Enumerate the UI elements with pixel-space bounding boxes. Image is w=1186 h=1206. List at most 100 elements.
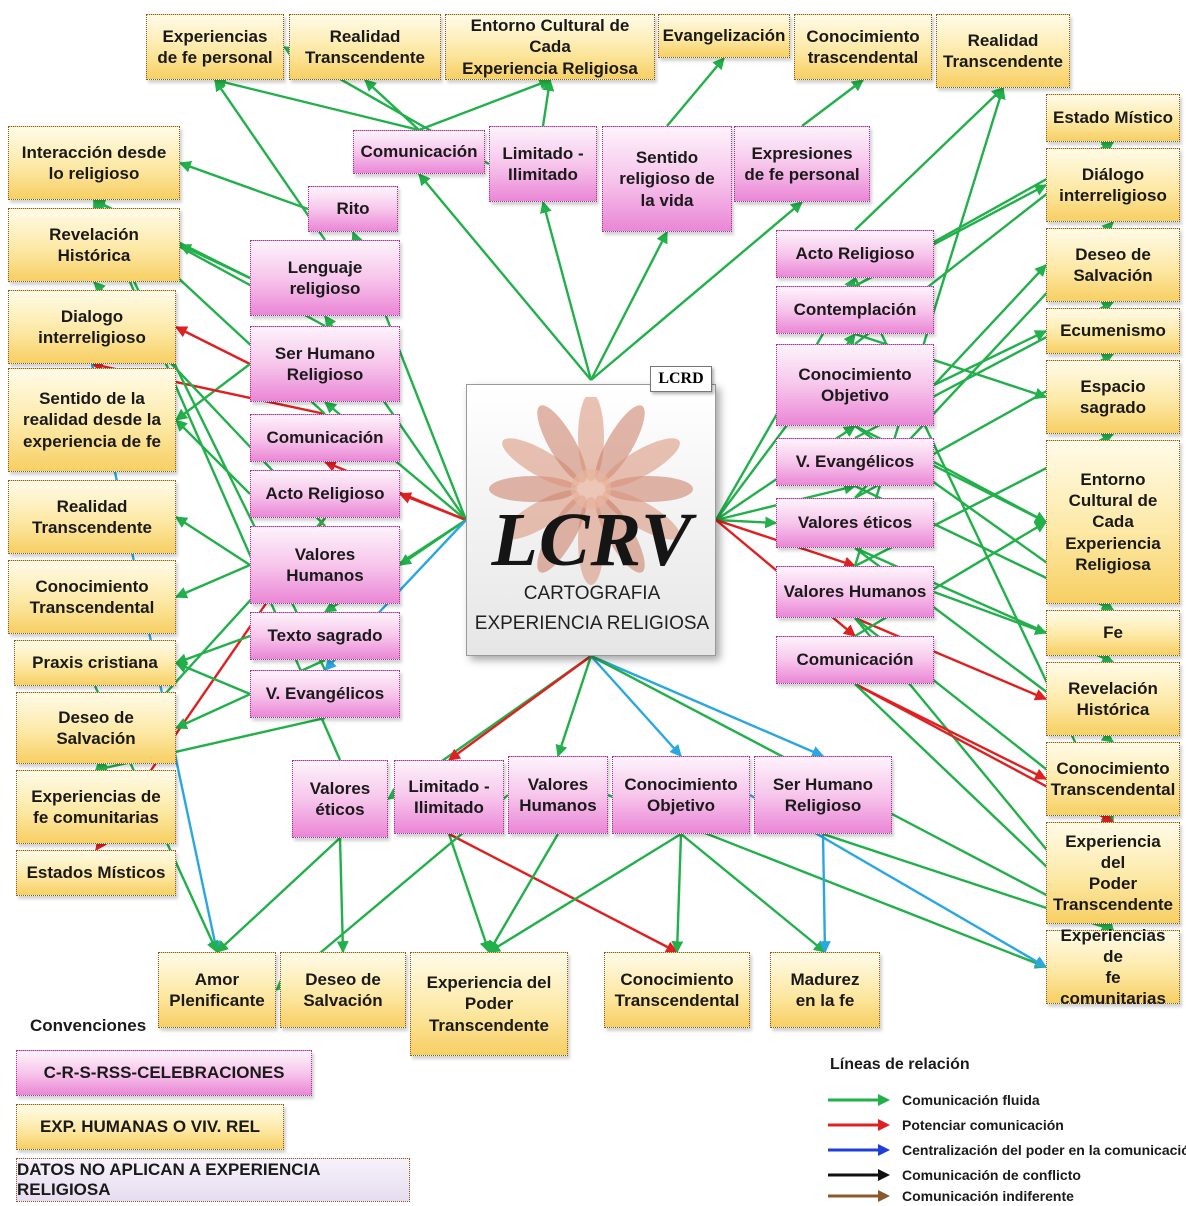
relation-line-mb4-b3 [487,832,682,954]
relation-line-ml8-l7 [174,661,251,696]
legend-label-fluida: Comunicación fluida [902,1092,1040,1108]
node-b3: Experiencia del Poder Transcendente [410,952,568,1056]
node-r3: Deseo de Salvación [1046,228,1180,302]
hand-shape [537,495,587,573]
conventions-title: Convenciones [30,1016,147,1035]
node-r2: Diálogo interreligioso [1046,148,1180,222]
node-l9: Experiencias de fe comunitarias [16,770,176,844]
node-t1: Experiencias de fe personal [146,14,284,80]
relation-line-c_bottom-mb2 [448,655,592,761]
convention-experiencias: EXP. HUMANAS O VIV. REL [16,1104,284,1150]
node-mr3: Conocimiento Objetivo [776,344,934,426]
legend-label-centralizacion: Centralización del poder en la comunicac… [902,1142,1186,1158]
node-mt2: Limitado - Ilimitado [489,126,597,202]
node-ml4: Comunicación [250,414,400,462]
relation-line-mr6-r7 [933,590,1048,635]
relation-line-mb1-b1 [216,837,341,953]
node-l8: Deseo de Salvación [16,692,176,764]
hand-shape [595,405,645,483]
node-r6: Entorno Cultural de Cada Experiencia Rel… [1046,440,1180,604]
node-r7: Fe [1046,610,1180,656]
legend-arrowhead [878,1190,890,1202]
relation-line-mb2-b4 [448,832,679,954]
legend-label-potenciar: Potenciar comunicación [902,1117,1064,1133]
legend-item-centralizacion: Centralización del poder en la comunicac… [826,1140,1186,1160]
legend-swatch-fluida [828,1094,890,1106]
node-mt1: Comunicación [353,130,485,174]
node-l7: Praxis cristiana [14,640,176,686]
hands-center [571,469,611,509]
hand-shape [502,438,580,488]
node-ml1: Rito [308,186,398,232]
relation-line-mt1-t2 [364,79,420,131]
legend-swatch-potenciar [828,1119,890,1131]
legend-title: Líneas de relación [830,1056,970,1073]
node-mt3: Sentido religioso de la vida [602,126,732,232]
node-mr6: Valores Humanos [776,566,934,618]
node-r8: Revelación Histórica [1046,662,1180,736]
node-l5: Realidad Transcendente [8,480,176,554]
hand-shape [537,405,587,483]
relation-line-mt1-t1 [213,76,420,132]
hand-shape [578,397,604,481]
node-mb2: Limitado - Ilimitado [394,760,504,834]
hand-shape [502,490,580,540]
node-l10: Estados Místicos [16,850,176,896]
hands-circle-illustration [489,397,693,585]
legend-label-indiferente: Comunicación indiferente [902,1188,1074,1204]
relation-line-c_top-mt4 [590,201,803,381]
legend-swatch-indiferente [828,1190,890,1202]
node-t6: Realidad Transcendente [936,14,1070,88]
relation-line-mr6-r8 [854,616,1048,701]
relation-line-ml3-l4 [175,363,251,421]
center-badge: LCRD [650,366,712,392]
node-mt4: Expresiones de fe personal [734,126,870,202]
node-mr5: Valores éticos [776,498,934,548]
relation-line-ml2-t1 [214,79,326,241]
relation-line-mr1-t6 [854,87,1004,231]
legend-arrowhead [878,1169,890,1181]
relation-line-mr3-r3 [933,264,1047,386]
hand-shape [602,438,680,488]
relation-line-mb2-b3 [447,833,492,954]
relation-line-mr3-r4 [933,329,1048,387]
node-mr2: Contemplación [776,286,934,334]
node-r9: Conocimiento Transcendental [1046,742,1180,816]
relation-line-c_bottom-mb5 [590,654,825,758]
center-logo: LCRV [491,498,693,582]
legend-arrowhead [878,1144,890,1156]
node-t3: Entorno Cultural de Cada Experiencia Rel… [445,14,655,80]
hand-shape [578,497,604,585]
relation-line-c_top-mt1 [418,173,592,381]
convention-celebraciones: C-R-S-RSS-CELEBRACIONES [16,1050,312,1096]
convention-no-aplican: DATOS NO APLICAN A EXPERIENCIA RELIGIOSA [16,1158,410,1202]
legend-swatch-conflicto [828,1169,890,1181]
relation-line-ml7-l7 [174,634,251,665]
node-r5: Espacio sagrado [1046,360,1180,434]
node-b2: Deseo de Salvación [280,952,406,1028]
node-mr4: V. Evangélicos [776,438,934,486]
legend-label-conflicto: Comunicación de conflicto [902,1167,1081,1183]
node-b5: Madurez en la fe [770,952,880,1028]
relation-line-mb3-b3 [487,833,560,954]
relation-line-ml6-l5 [174,515,251,567]
relation-line-mt4-t5 [801,79,864,127]
node-l1: Interacción desde lo religioso [8,126,180,200]
relation-line-c_left-ml5 [398,492,467,522]
node-ml7: Texto sagrado [250,612,400,660]
relation-line-mt2-t3 [541,78,555,127]
relation-line-ml2-l2 [178,243,251,280]
node-t5: Conocimiento trascendental [794,14,932,80]
node-l4: Sentido de la realidad desde la experien… [8,368,176,472]
node-mr1: Acto Religioso [776,230,934,278]
legend-arrowhead [878,1119,890,1131]
relation-line-mt1-t3 [418,78,552,132]
relation-line-ml5-l4 [175,419,251,495]
node-mb1: Valores éticos [292,760,388,838]
node-mb3: Valores Humanos [508,756,608,834]
node-ml5: Acto Religioso [250,470,400,518]
node-r11: Experiencias de fe comunitarias [1046,926,1180,1008]
node-ml3: Ser Humano Religioso [250,326,400,402]
legend-item-fluida: Comunicación fluida [826,1090,1186,1110]
relation-line-c_top-mt2 [540,200,593,381]
